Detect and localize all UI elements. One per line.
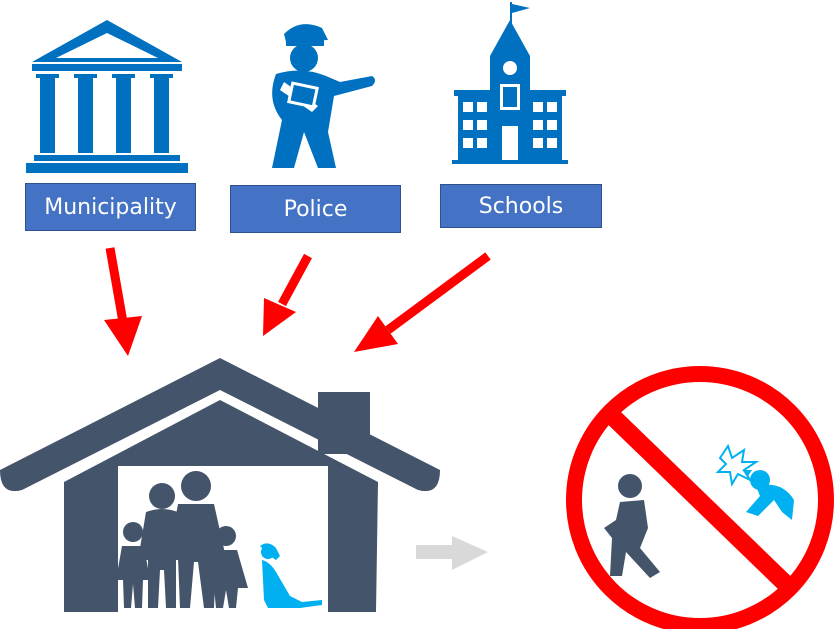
arrow-schools-to-home: [354, 252, 491, 352]
arrow-municipality-to-home: [104, 247, 142, 356]
gray-arrow-icon: [416, 536, 488, 570]
government-building-icon: [26, 20, 188, 173]
school-building-icon: [452, 2, 568, 164]
police-label: Police: [230, 185, 401, 233]
person-walking-icon: [604, 474, 660, 578]
police-officer-icon: [272, 24, 375, 168]
dog-icon: [260, 543, 322, 608]
barking-dog-icon: [715, 443, 794, 520]
prohibition-sign-icon: [566, 366, 834, 629]
municipality-label: Municipality: [25, 183, 196, 231]
arrow-police-to-home: [263, 253, 312, 336]
schools-label: Schools: [440, 184, 602, 228]
family-icon: [116, 471, 248, 608]
